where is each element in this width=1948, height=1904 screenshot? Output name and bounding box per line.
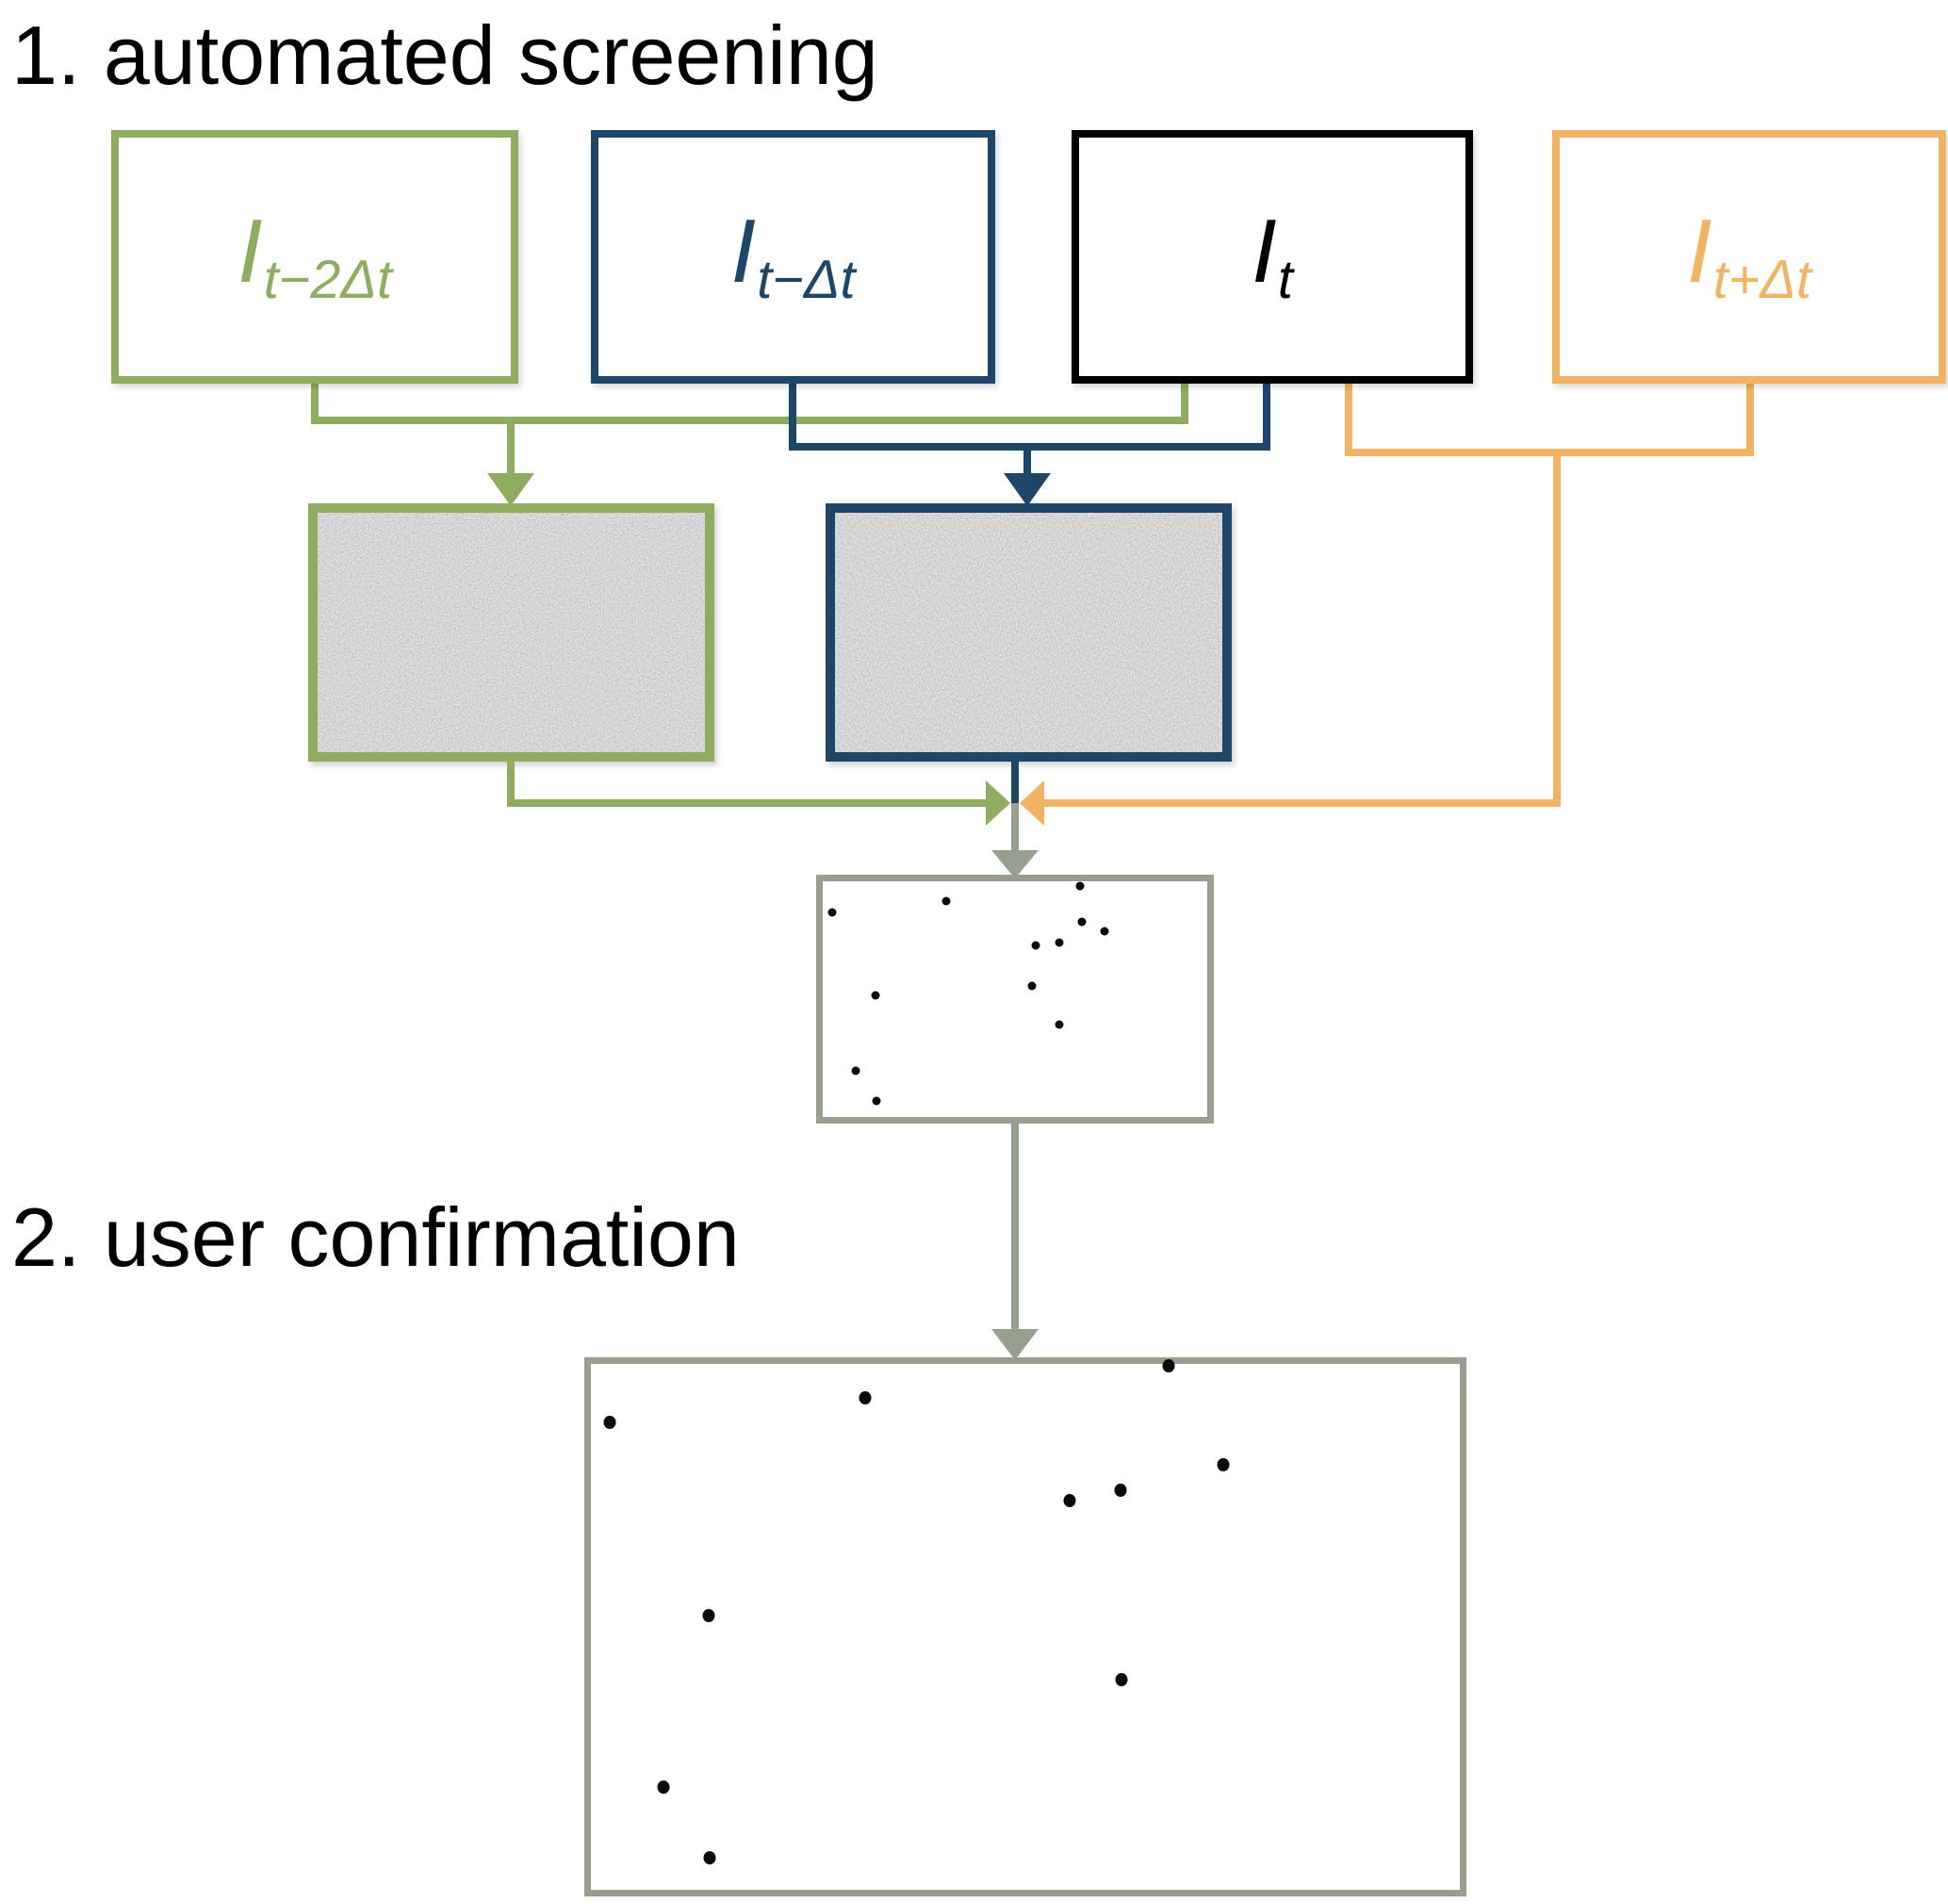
difference-image-blue-content xyxy=(835,513,1222,752)
confirmed-detections-box xyxy=(584,1357,1466,1896)
detection-dot xyxy=(1077,917,1087,926)
detection-dot xyxy=(1114,1483,1127,1497)
arrowhead-green-down xyxy=(487,473,534,506)
detection-dot xyxy=(872,1096,881,1106)
step2-title: 2. user confirmation xyxy=(11,1190,740,1284)
frame-t-minus-2dt-label: It−2Δt xyxy=(237,205,393,310)
step1-title: 1. automated screening xyxy=(11,8,878,102)
detection-dot xyxy=(657,1780,670,1794)
image-symbol: I xyxy=(237,200,263,302)
detection-dot xyxy=(1115,1672,1128,1686)
connector-green-pair xyxy=(311,377,1188,424)
image-symbol: I xyxy=(1252,200,1277,302)
detection-dot xyxy=(1063,1493,1076,1507)
frame-t-label: It xyxy=(1252,205,1293,310)
frame-t-plus-dt: It+Δt xyxy=(1552,130,1946,384)
detection-dot xyxy=(827,908,837,917)
image-subscript: t xyxy=(1277,249,1293,310)
detection-dot xyxy=(703,1850,716,1864)
frame-t-minus-dt: It−Δt xyxy=(591,130,995,384)
detection-dot xyxy=(1027,981,1037,991)
detection-dot xyxy=(941,896,951,906)
frame-t-minus-2dt: It−2Δt xyxy=(111,130,518,384)
arrowhead-gray-down-2 xyxy=(991,1329,1039,1360)
frame-t-minus-dt-label: It−Δt xyxy=(730,205,856,310)
detection-dot xyxy=(1055,938,1064,946)
arrowhead-navy-down xyxy=(1004,473,1051,506)
detection-dot xyxy=(603,1416,616,1430)
detection-dot xyxy=(851,1066,860,1075)
image-subscript: t+Δt xyxy=(1712,249,1812,310)
image-subscript: t−Δt xyxy=(757,249,856,310)
difference-image-blue xyxy=(826,503,1232,762)
detection-dot xyxy=(859,1391,872,1405)
detection-dot xyxy=(702,1609,715,1623)
detection-dot xyxy=(1217,1457,1230,1471)
image-symbol: I xyxy=(730,200,757,302)
difference-image-green xyxy=(308,503,714,762)
difference-image-green-content xyxy=(318,513,705,752)
detection-dot xyxy=(1055,1020,1064,1028)
detection-dot xyxy=(1162,1359,1175,1373)
detection-dot xyxy=(1031,941,1040,950)
image-symbol: I xyxy=(1686,200,1712,302)
detection-dot xyxy=(871,991,880,1000)
frame-t-plus-dt-label: It+Δt xyxy=(1687,205,1812,310)
frame-t: It xyxy=(1072,130,1473,384)
connector-orange-pair xyxy=(1345,377,1754,456)
arrowhead-orange-left xyxy=(1020,780,1044,826)
candidate-detections-box xyxy=(816,875,1214,1124)
arrowhead-gray-down-1 xyxy=(991,850,1039,878)
connector-green-to-junction xyxy=(507,754,986,807)
connector-navy-pair xyxy=(789,377,1270,451)
connector-orange-to-junction xyxy=(1044,452,1561,807)
arrowhead-green-right xyxy=(986,780,1010,826)
detection-dot xyxy=(1075,881,1085,891)
image-subscript: t−2Δt xyxy=(263,249,393,310)
detection-dot xyxy=(1100,927,1109,936)
